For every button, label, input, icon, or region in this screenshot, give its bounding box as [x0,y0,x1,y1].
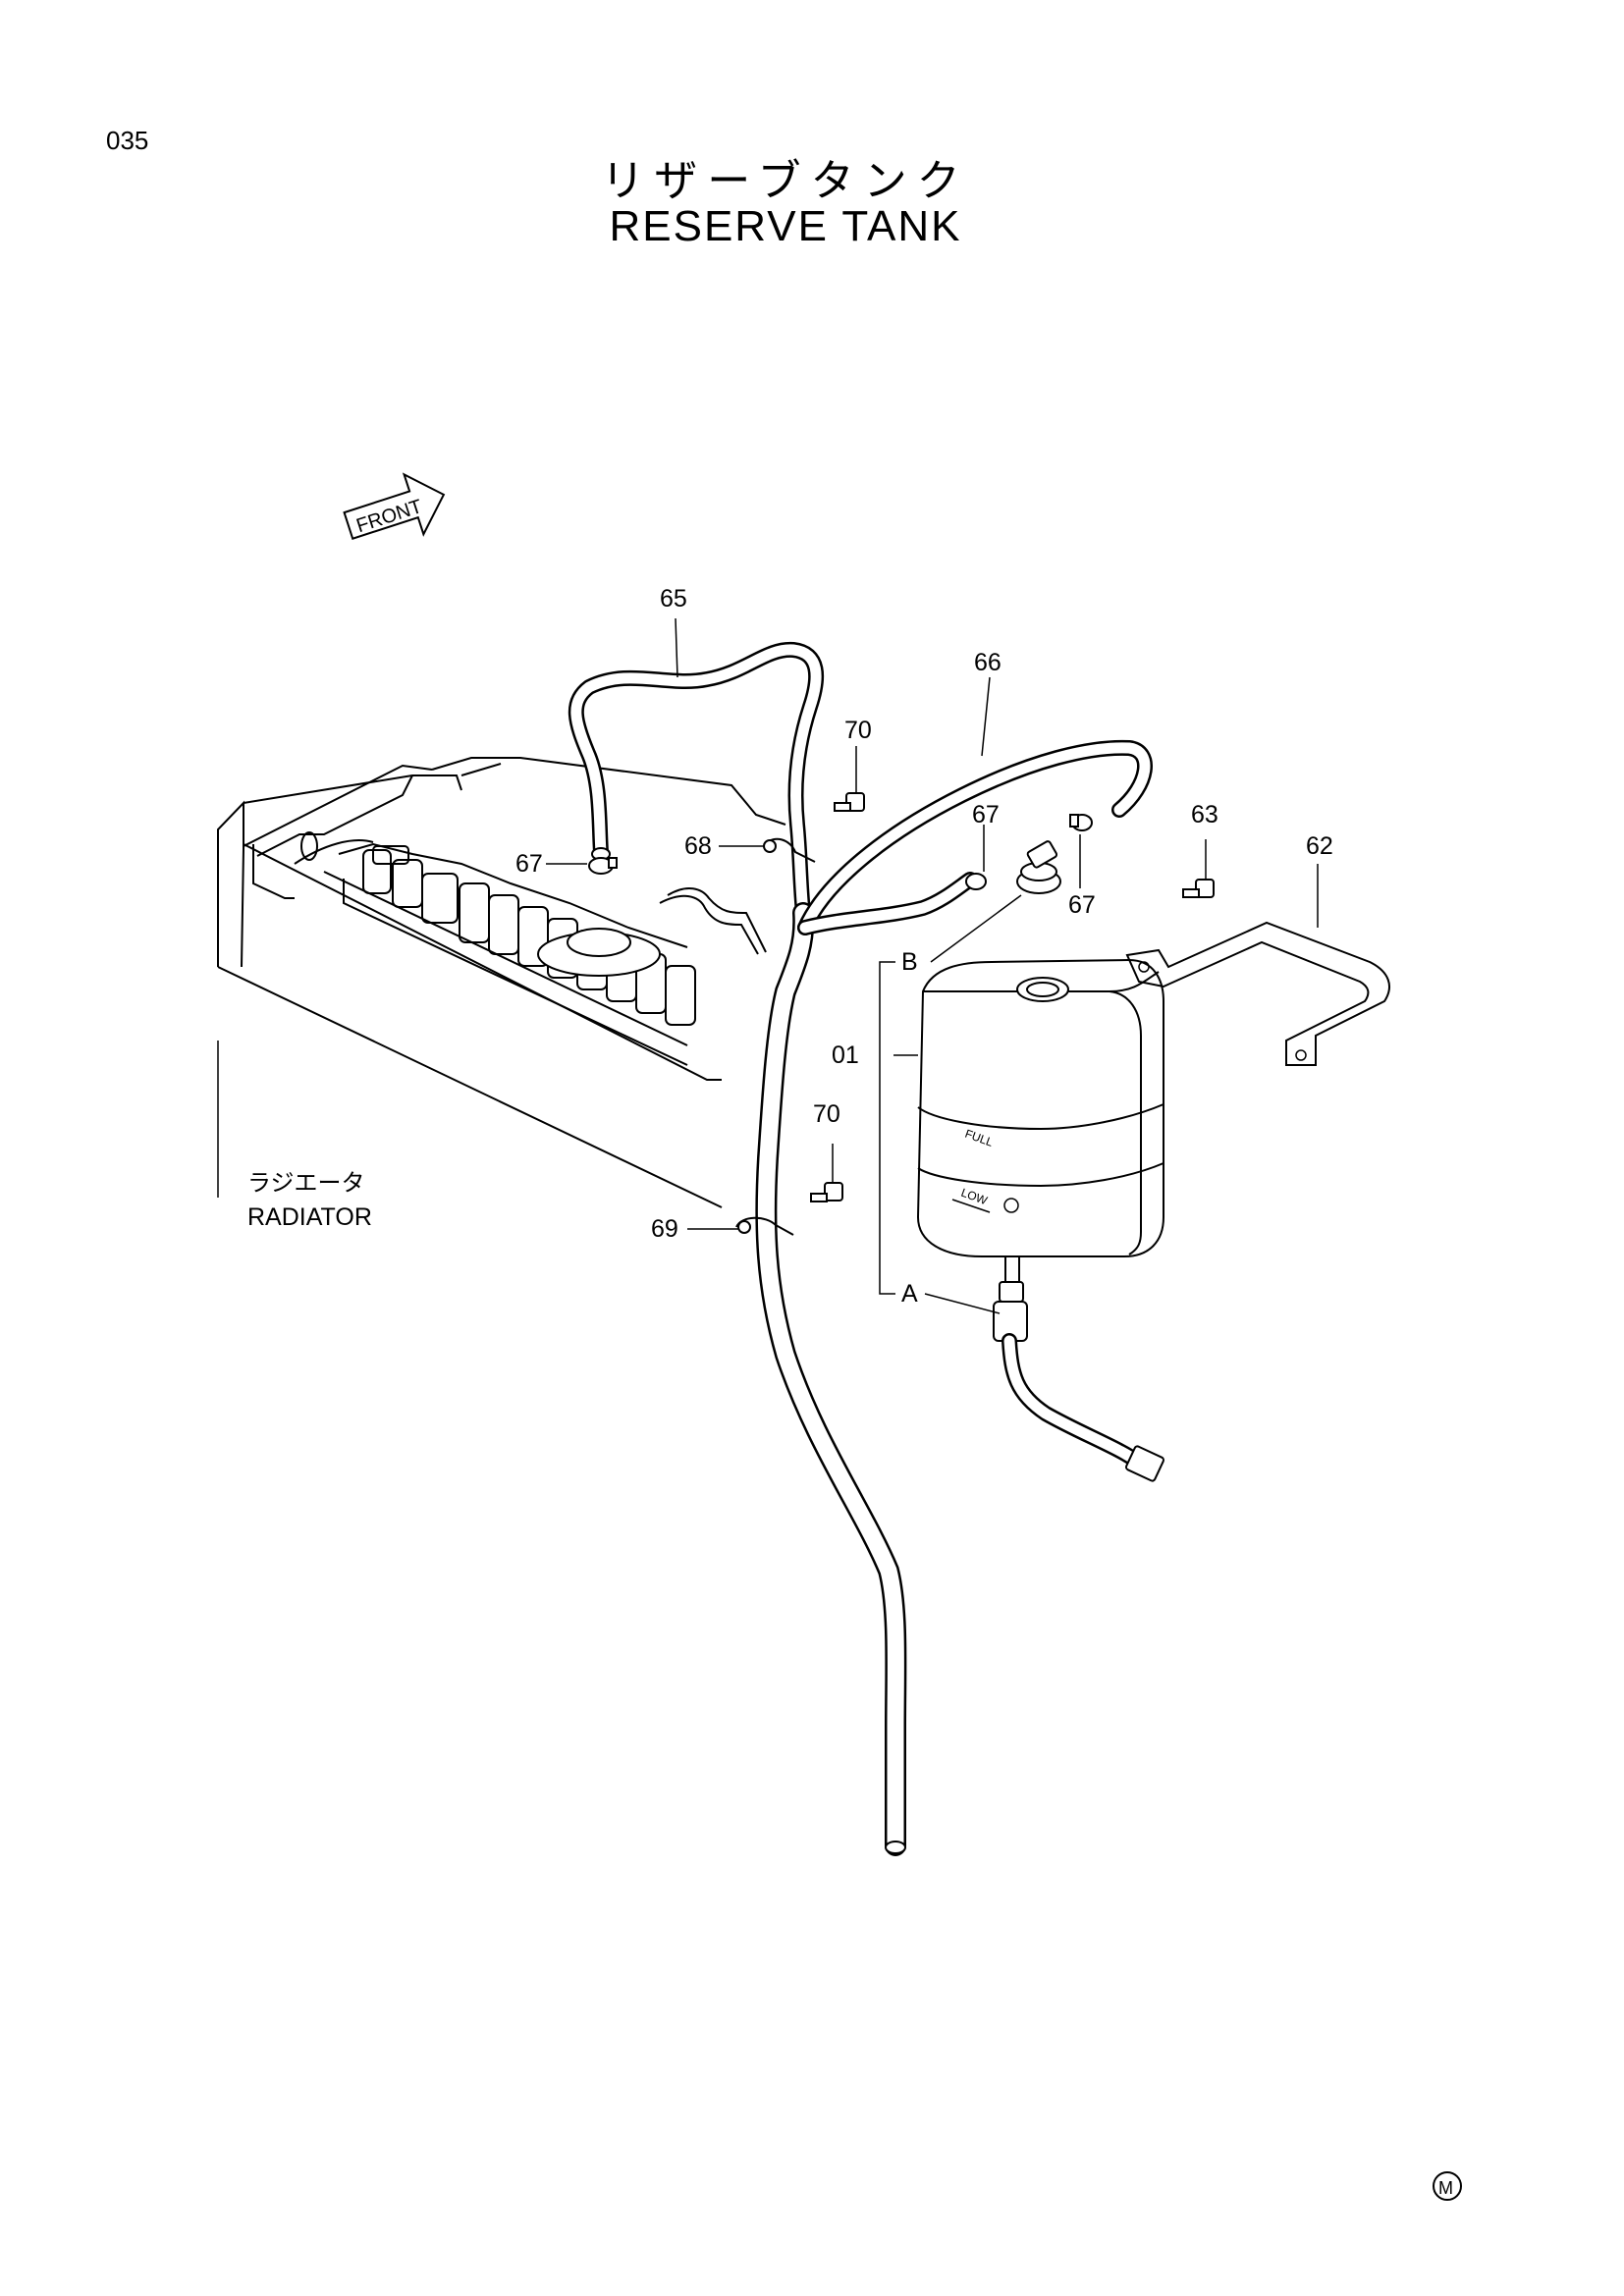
tank-low-marking: LOW [959,1186,990,1208]
bolt-63 [1182,879,1215,898]
reference-b: B [901,948,918,976]
callout-69: 69 [651,1215,678,1243]
callout-66: 66 [974,649,1001,676]
hose-65 [568,641,825,921]
footer-mark-icon: M [1433,2171,1462,2201]
bolt-70-top [834,792,865,812]
callout-63: 63 [1191,801,1218,828]
callout-67-left: 67 [515,850,543,878]
level-sensor [993,1255,1165,1482]
filler-cap [1016,840,1061,894]
callout-68: 68 [684,832,712,860]
overflow-pipe [755,902,907,1856]
callout-01: 01 [832,1041,859,1069]
reference-a: A [901,1280,918,1308]
hose-clamp-67-right [1069,814,1093,831]
footer-mark: M [1438,2178,1453,2198]
page-title-japanese: リザーブタンク [601,156,970,206]
front-arrow-icon: FRONT [343,472,446,541]
hose-66 [797,739,1153,935]
radiator-label-japanese: ラジエータ [247,1169,365,1197]
hose-clamp-67-left [588,857,618,875]
hose-clamp-67-mid [965,873,987,890]
reserve-tank: FULL LOW [916,958,1164,1257]
radiator-cap [537,928,661,977]
bracket-62 [1125,921,1390,1066]
front-arrow-label: FRONT [353,496,424,537]
clamp-68 [763,837,816,863]
radiator-label: RADIATOR [247,1203,372,1231]
page-number: 035 [106,126,149,155]
callout-70-top: 70 [844,717,872,744]
callout-70-bottom: 70 [813,1100,840,1128]
leader-lines [217,617,1319,1314]
clamp-69 [735,1216,794,1236]
callout-67-right: 67 [1068,891,1096,919]
bolt-70-bottom [810,1182,843,1202]
tank-full-marking: FULL [963,1127,996,1149]
radiator-drawing [217,757,786,1208]
callout-62: 62 [1306,832,1333,860]
callout-67-mid: 67 [972,801,1000,828]
page-title: RESERVE TANK [609,202,962,250]
callout-65: 65 [660,585,687,613]
